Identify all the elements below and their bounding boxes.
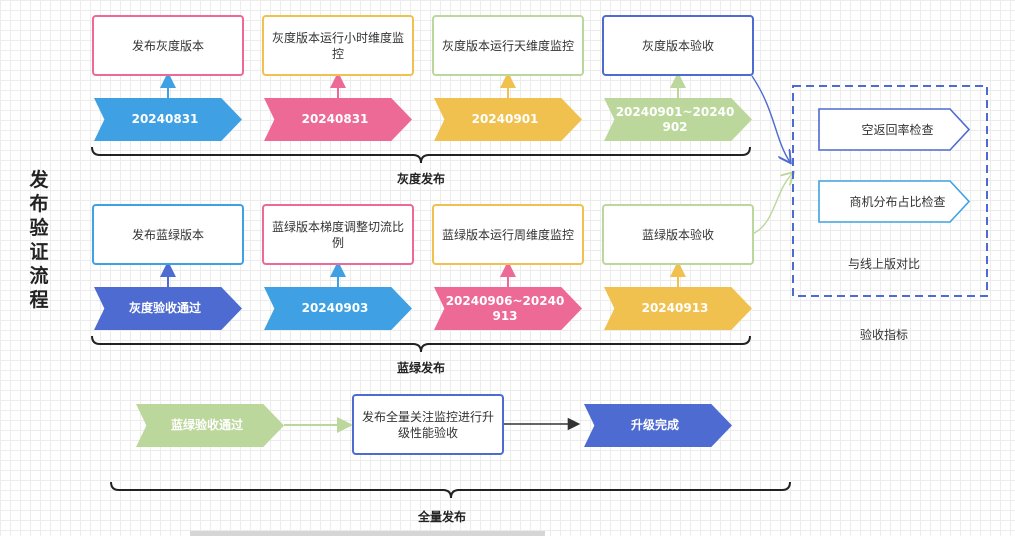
acceptance-item-empty-return[interactable]: 空返回率检查 <box>818 108 971 151</box>
acceptance-item-distribution[interactable]: 商机分布占比检查 <box>818 180 971 223</box>
brace-gray <box>91 146 751 164</box>
bluegreen-step-2-box[interactable]: 蓝绿版本梯度调整切流比例 <box>262 204 414 265</box>
gray-step-1-box[interactable]: 发布灰度版本 <box>92 15 244 76</box>
gray-step-2-box[interactable]: 灰度版本运行小时维度监控 <box>262 15 414 76</box>
process-title: 发布验证流程 <box>29 169 49 311</box>
acceptance-item-label: 空返回率检查 <box>861 123 934 137</box>
gray-step-2-date-tag: 20240831 <box>264 98 412 141</box>
gray-release-label: 灰度发布 <box>396 172 445 186</box>
outline-arrow-shape <box>818 180 971 223</box>
scrollbar-fragment[interactable] <box>190 531 545 536</box>
acceptance-note: 与线上版对比 <box>848 257 921 271</box>
bluegreen-step-3-date-tag: 20240906~20240913 <box>434 287 582 330</box>
full-release-label: 全量发布 <box>417 510 466 524</box>
bluegreen-step-2-date-tag: 20240903 <box>264 287 412 330</box>
gray-step-3-box[interactable]: 灰度版本运行天维度监控 <box>432 15 584 76</box>
bluegreen-step-3-box[interactable]: 蓝绿版本运行周维度监控 <box>432 204 584 265</box>
acceptance-group-frame <box>792 85 988 297</box>
gray-step-3-date-tag: 20240901 <box>434 98 582 141</box>
bluegreen-release-label: 蓝绿发布 <box>396 361 445 375</box>
brace-bluegreen <box>91 335 751 353</box>
bluegreen-step-1-tag: 灰度验收通过 <box>94 287 242 330</box>
gray-step-4-date-tag: 20240901~20240902 <box>604 98 752 141</box>
full-release-box[interactable]: 发布全量关注监控进行升级性能验收 <box>352 394 504 455</box>
acceptance-item-label: 商机分布占比检查 <box>849 195 946 209</box>
gray-step-4-box[interactable]: 灰度版本验收 <box>602 15 754 76</box>
curve-bluegreen-to-acceptance <box>751 173 793 235</box>
bluegreen-step-1-box[interactable]: 发布蓝绿版本 <box>92 204 244 265</box>
bluegreen-step-4-date-tag: 20240913 <box>604 287 752 330</box>
upgrade-complete-tag: 升级完成 <box>584 404 732 447</box>
outline-arrow-shape <box>818 108 971 151</box>
brace-full <box>110 481 791 499</box>
curve-gray-to-acceptance <box>751 75 790 162</box>
gray-step-1-date-tag: 20240831 <box>94 98 242 141</box>
full-start-tag: 蓝绿验收通过 <box>136 404 284 447</box>
bluegreen-step-4-box[interactable]: 蓝绿版本验收 <box>602 204 754 265</box>
acceptance-caption: 验收指标 <box>860 328 909 342</box>
